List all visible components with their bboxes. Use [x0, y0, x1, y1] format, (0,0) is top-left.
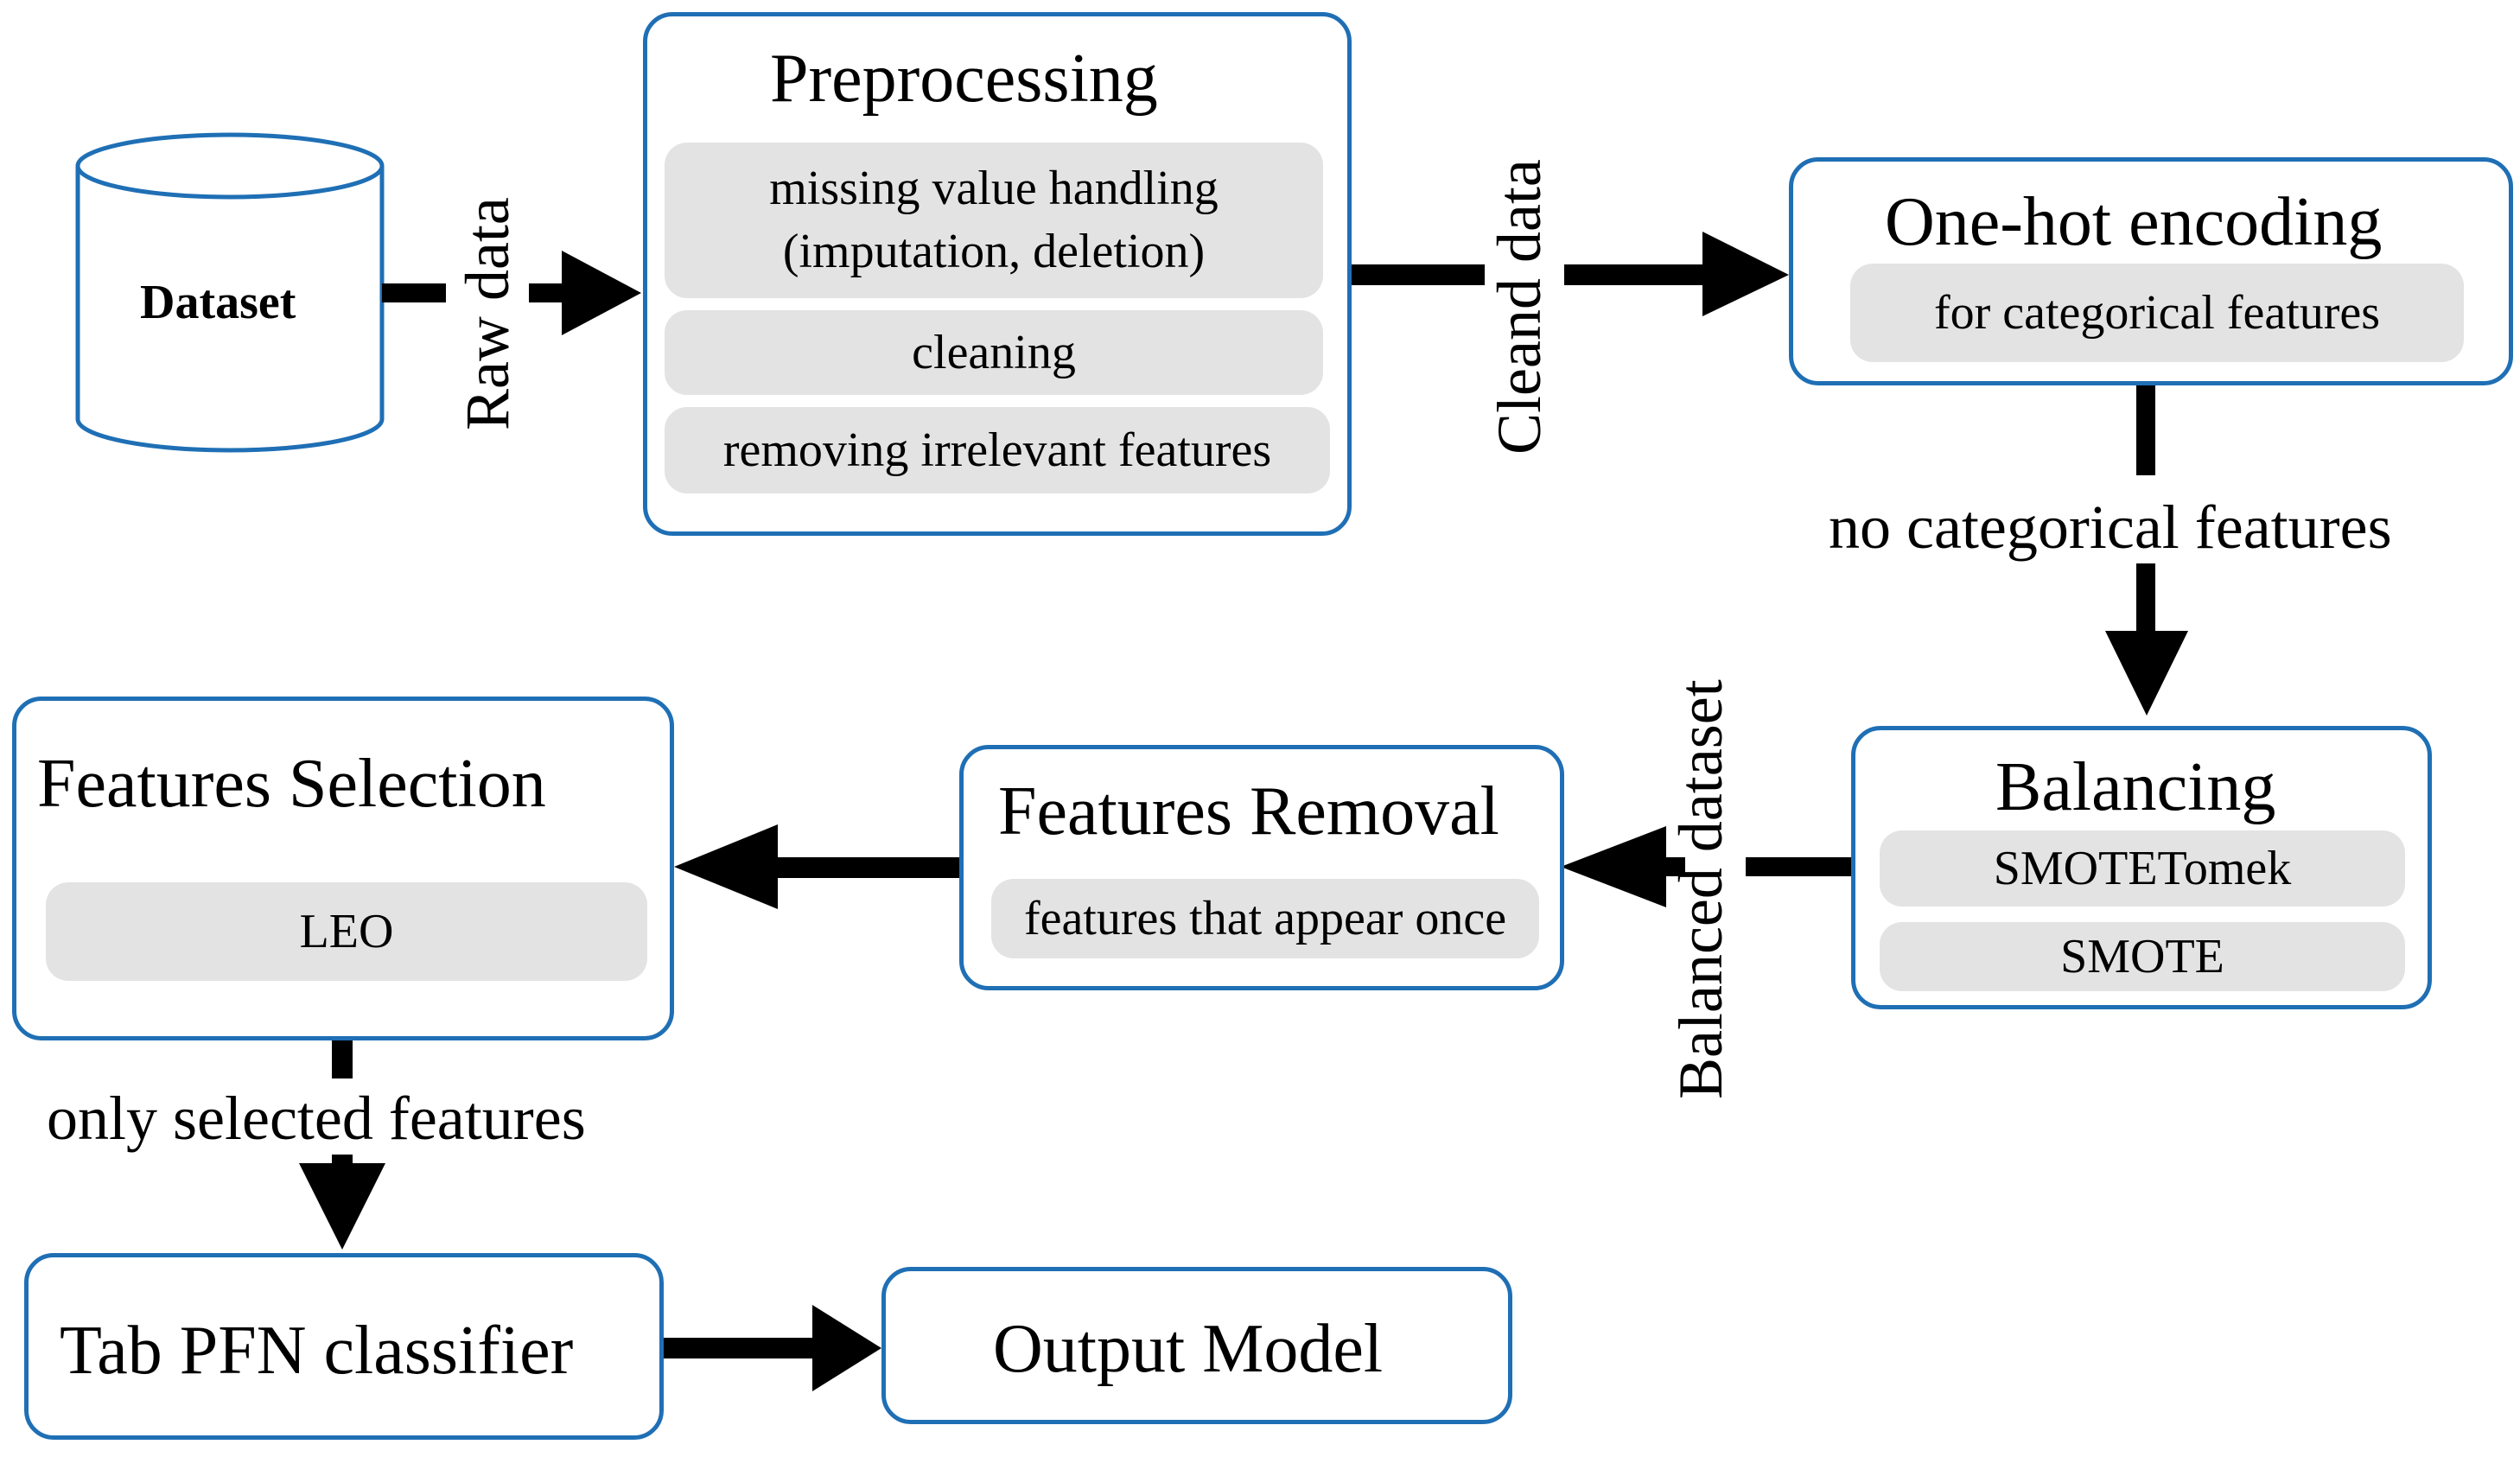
one-hot-step-categorical: for categorical features [1850, 264, 2464, 362]
edge-label-only-selected: only selected features [47, 1084, 586, 1153]
preprocessing-title: Preprocessing [770, 41, 1158, 117]
arrow-to-output [660, 1305, 881, 1391]
balancing-box: Balancing SMOTETomek SMOTE [1851, 726, 2432, 1009]
arrow-no-categorical [2105, 382, 2188, 716]
output-model-title: Output Model [993, 1311, 1384, 1387]
edge-label-no-categorical: no categorical features [1829, 493, 2392, 562]
edge-label-balanced-dataset: Balanced dataset [1666, 679, 1735, 1099]
features-removal-box: Features Removal features that appear on… [959, 745, 1564, 990]
output-model-box: Output Model [881, 1267, 1512, 1424]
features-selection-box: Features Selection LEO [12, 697, 674, 1040]
balancing-step-smote: SMOTE [1880, 922, 2405, 991]
one-hot-encoding-box: One-hot encoding for categorical feature… [1789, 157, 2513, 385]
dataset-cylinder-icon [75, 132, 385, 453]
arrow-only-selected [299, 1037, 385, 1250]
preprocessing-step-missing-values: missing value handling (imputation, dele… [665, 143, 1323, 298]
dataset-label: Dataset [140, 276, 296, 329]
classifier-title: Tab PFN classifier [60, 1313, 574, 1389]
preprocessing-step-removing-irrelevant: removing irrelevant features [665, 407, 1330, 493]
features-removal-step: features that appear once [991, 879, 1539, 958]
arrow-cleand-data [1352, 232, 1789, 316]
preprocessing-step-cleaning: cleaning [665, 310, 1323, 395]
edge-label-raw-data: Raw data [453, 197, 522, 430]
balancing-title: Balancing [1995, 749, 2276, 825]
arrow-balanced-dataset [1561, 826, 1853, 907]
missing-values-line1: missing value handling [769, 162, 1219, 216]
features-selection-step-leo: LEO [46, 882, 647, 981]
edge-label-cleand-data: Cleand data [1485, 159, 1554, 455]
features-selection-title: Features Selection [37, 746, 546, 822]
preprocessing-box: Preprocessing missing value handling (im… [643, 12, 1352, 536]
arrow-raw-data [382, 251, 641, 335]
missing-values-line2: (imputation, deletion) [782, 225, 1206, 278]
arrow-to-features-selection [674, 824, 961, 909]
classifier-box: Tab PFN classifier [24, 1253, 664, 1440]
balancing-step-smotetomek: SMOTETomek [1880, 830, 2405, 907]
one-hot-encoding-title: One-hot encoding [1885, 184, 2383, 260]
features-removal-title: Features Removal [998, 773, 1499, 849]
